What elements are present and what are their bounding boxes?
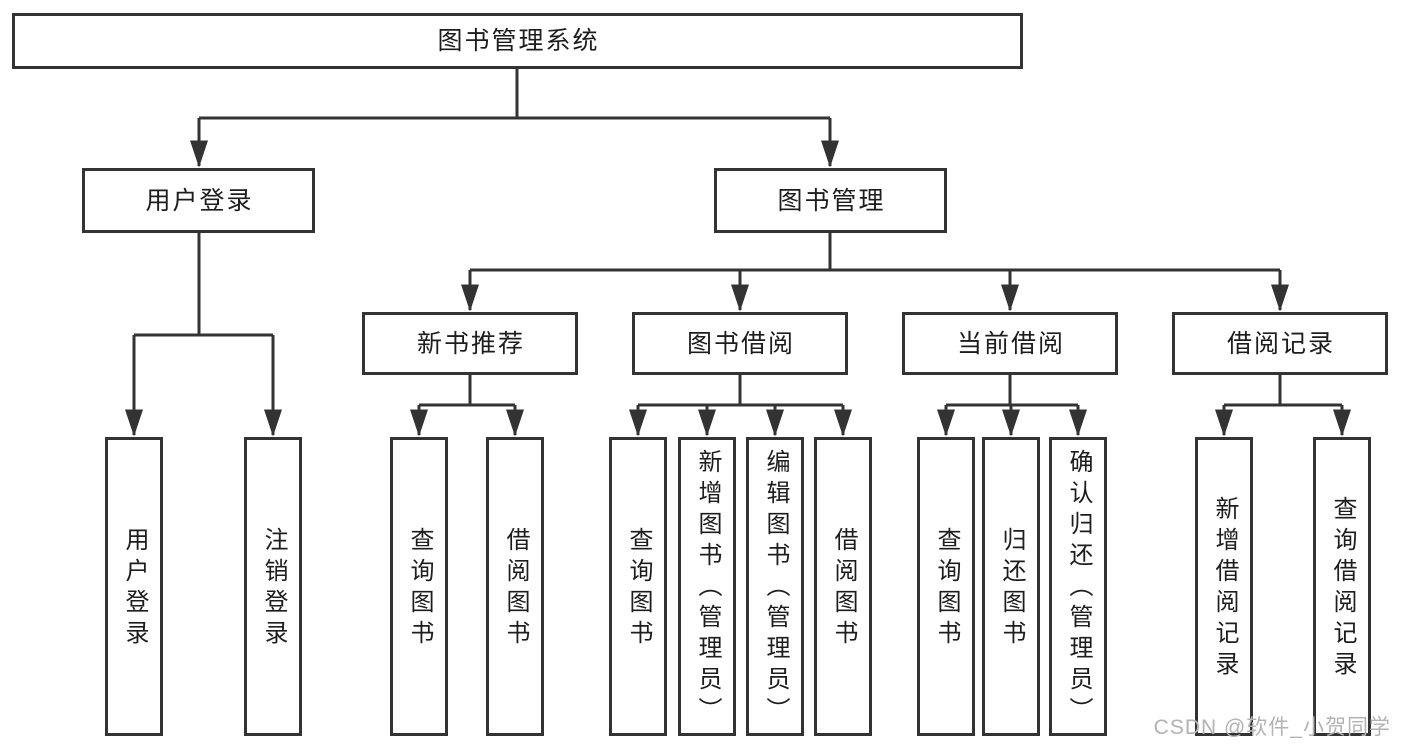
node-new-book-recommend: 新书推荐 [362,312,578,375]
leaf-query-books-current: 查询图书 [917,437,975,736]
leaf-user-login: 用户登录 [105,437,163,736]
leaf-query-books-borrow: 查询图书 [609,437,667,736]
node-current-borrow: 当前借阅 [902,312,1118,375]
node-user-login: 用户登录 [82,168,315,233]
node-system-root: 图书管理系统 [12,13,1023,69]
leaf-query-books-recommend: 查询图书 [390,437,448,736]
leaf-borrow-books-recommend: 借阅图书 [486,437,544,736]
leaf-add-book-admin: 新增图书（管理员） [678,437,736,736]
leaf-return-books: 归还图书 [982,437,1040,736]
leaf-confirm-return-admin: 确认归还（管理员） [1049,437,1107,736]
node-book-borrow: 图书借阅 [632,312,848,375]
leaf-add-borrow-record: 新增借阅记录 [1195,437,1253,736]
leaf-logout: 注销登录 [244,437,302,736]
node-borrow-records: 借阅记录 [1172,312,1388,375]
csdn-watermark: CSDN @软件_小贺同学 [1153,716,1391,739]
node-book-management: 图书管理 [714,168,947,233]
leaf-edit-book-admin: 编辑图书（管理员） [746,437,804,736]
leaf-query-borrow-record: 查询借阅记录 [1313,437,1371,736]
leaf-borrow-books-borrow: 借阅图书 [814,437,872,736]
